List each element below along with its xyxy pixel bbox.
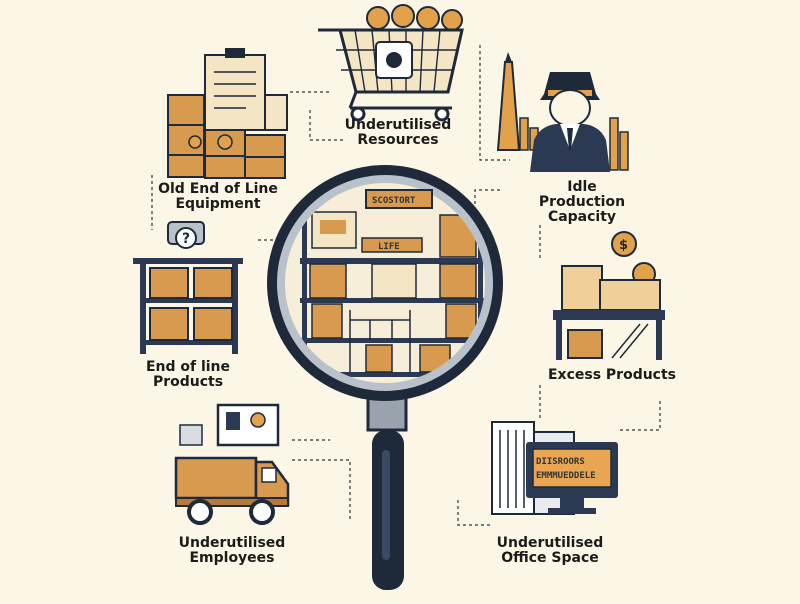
shopping-cart-icon bbox=[318, 4, 464, 122]
delivery-truck-icon bbox=[174, 403, 290, 525]
office-screen-text-2: EMMMUEDDELE bbox=[536, 471, 596, 481]
svg-text:?: ? bbox=[182, 231, 190, 247]
magnifying-glass-icon: LIFE SCOSTORT bbox=[267, 165, 503, 590]
office-building-icon: DIISROORS EMMMUEDDELE bbox=[491, 421, 618, 515]
label-end-of-line-products: End of line Products bbox=[145, 359, 231, 390]
warehouse-shelves-icon: LIFE bbox=[300, 211, 485, 383]
label-underutilised-resources: Underutilised Resources bbox=[344, 117, 452, 148]
stacked-boxes-icon: $ bbox=[553, 231, 665, 360]
warehouse-top-sign: SCOSTORT bbox=[372, 196, 416, 206]
label-idle-production-capacity: Idle Production Capacity bbox=[538, 179, 626, 225]
old-equipment-icon bbox=[167, 48, 288, 179]
office-screen-text-1: DIISROORS bbox=[536, 457, 585, 467]
label-underutilised-employees: Underutilised Employees bbox=[178, 535, 286, 566]
label-old-end-of-line-equipment: Old End of Line Equipment bbox=[158, 181, 278, 212]
storage-rack-icon: ? bbox=[133, 221, 243, 354]
label-excess-products: Excess Products bbox=[547, 367, 677, 383]
svg-text:$: $ bbox=[619, 238, 628, 253]
warehouse-shelf-sign: LIFE bbox=[378, 242, 400, 252]
label-underutilised-office-space: Underutilised Office Space bbox=[496, 535, 604, 566]
businessman-icon bbox=[496, 52, 629, 172]
